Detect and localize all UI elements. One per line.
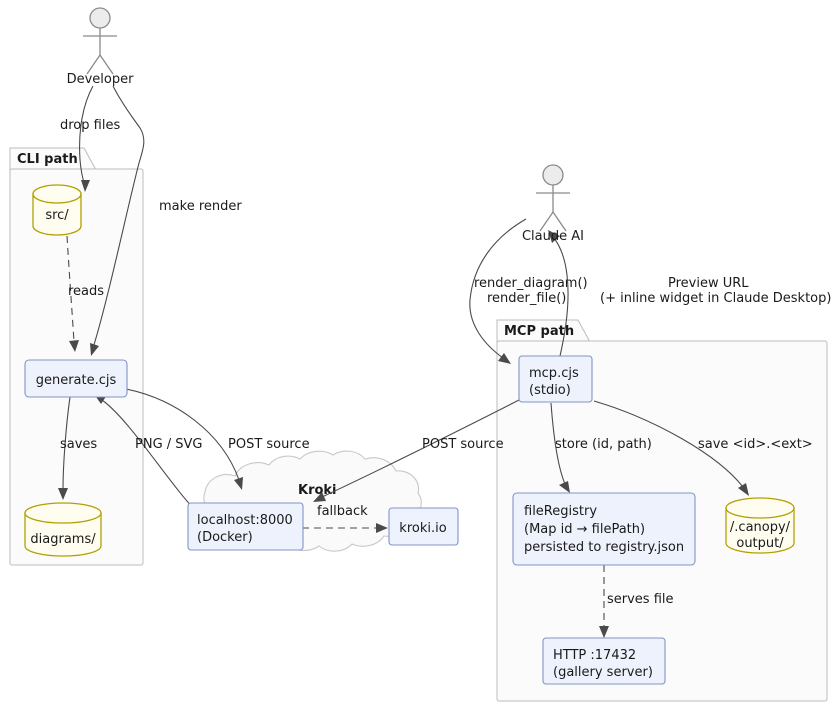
node-file-registry-line3: persisted to registry.json — [524, 540, 684, 555]
edge-post-source-cli-label: POST source — [228, 437, 310, 452]
edge-reads: reads — [66, 235, 104, 352]
node-localhost-docker[interactable]: localhost:8000 (Docker) — [187, 502, 304, 551]
edge-make-render: make render — [90, 85, 242, 356]
edge-serves-file-label: serves file — [607, 592, 674, 607]
node-http-line2: (gallery server) — [553, 665, 653, 680]
node-file-registry-line2: (Map id → filePath) — [524, 522, 645, 537]
node-file-registry[interactable]: fileRegistry (Map id → filePath) persist… — [512, 492, 696, 566]
node-kroki-io[interactable]: kroki.io — [388, 507, 459, 546]
node-localhost-line2: (Docker) — [197, 530, 253, 545]
edge-store: store (id, path) — [550, 402, 652, 493]
node-localhost-line1: localhost:8000 — [197, 513, 293, 528]
edge-drop-files: drop files — [60, 85, 120, 192]
node-file-registry-line1: fileRegistry — [524, 504, 597, 519]
edge-make-render-label: make render — [159, 199, 242, 214]
edge-fallback: fallback — [302, 504, 388, 533]
database-canopy-line2: output/ — [736, 536, 784, 551]
actor-claude-label: Claude AI — [522, 229, 584, 244]
edge-preview-url-line1: Preview URL — [668, 276, 749, 291]
actor-claude-head — [542, 164, 564, 186]
edge-render-calls-line2: render_file() — [487, 291, 566, 306]
node-kroki-io-label: kroki.io — [399, 521, 446, 536]
actor-developer-head — [89, 7, 111, 29]
database-diagrams[interactable]: diagrams/ — [24, 502, 102, 557]
edge-render-calls-line1: render_diagram() — [474, 276, 588, 291]
node-mcp-cjs[interactable]: mcp.cjs (stdio) — [518, 355, 593, 403]
database-canopy-output[interactable]: /.canopy/ output/ — [725, 497, 795, 554]
database-src-label: src/ — [45, 208, 69, 223]
package-mcp-path-label: MCP path — [504, 324, 574, 339]
actor-developer-label: Developer — [67, 72, 135, 87]
actor-claude-ai: Claude AI — [522, 164, 584, 244]
edge-post-source-mcp: POST source — [313, 399, 520, 502]
edge-saves: saves — [58, 396, 97, 500]
edge-fallback-label: fallback — [317, 504, 368, 519]
edge-serves-file: serves file — [599, 565, 674, 638]
node-http-gallery-server[interactable]: HTTP :17432 (gallery server) — [542, 637, 666, 685]
node-generate-cjs[interactable]: generate.cjs — [24, 359, 128, 398]
node-mcp-cjs-line1: mcp.cjs — [529, 366, 579, 381]
cloud-kroki-label: Kroki — [298, 483, 337, 498]
node-mcp-cjs-line2: (stdio) — [529, 383, 571, 398]
database-canopy-line1: /.canopy/ — [730, 520, 791, 535]
edge-save-ext-label: save <id>.<ext> — [698, 437, 813, 452]
database-diagrams-label: diagrams/ — [30, 532, 96, 547]
actor-developer: Developer — [67, 7, 135, 87]
node-http-line1: HTTP :17432 — [553, 648, 636, 663]
edge-render-calls: render_diagram() render_file() — [469, 218, 588, 364]
edge-post-source-mcp-label: POST source — [422, 437, 504, 452]
edge-preview-url: Preview URL (+ inline widget in Claude D… — [548, 230, 831, 357]
edge-save-ext: save <id>.<ext> — [593, 400, 813, 496]
edge-store-label: store (id, path) — [555, 437, 652, 452]
database-src[interactable]: src/ — [32, 184, 82, 236]
edge-reads-label: reads — [68, 284, 104, 299]
edge-saves-label: saves — [60, 437, 97, 452]
edge-preview-url-line2: (+ inline widget in Claude Desktop) — [600, 291, 831, 306]
edge-png-svg-label: PNG / SVG — [135, 437, 203, 452]
package-cli-path-label: CLI path — [17, 152, 78, 167]
node-generate-cjs-label: generate.cjs — [36, 373, 117, 388]
edge-post-source-cli: POST source — [125, 388, 310, 490]
edge-drop-files-label: drop files — [60, 118, 120, 133]
